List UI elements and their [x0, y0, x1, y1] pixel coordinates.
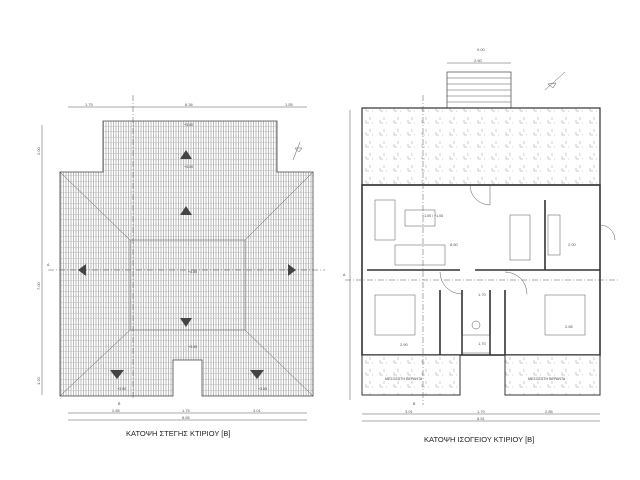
- room-dim: 1.70: [478, 341, 487, 346]
- level-mark: +3.50: [184, 165, 193, 169]
- level-mark: +3.50: [258, 387, 267, 391]
- room-dim: 8.60: [450, 242, 459, 247]
- dim-left-1: 2.00: [36, 146, 41, 155]
- section-mark-b: Β: [413, 402, 416, 406]
- level-mark: +3.50: [188, 345, 197, 349]
- furniture: [374, 199, 586, 354]
- room-dim: 2.00: [568, 242, 577, 247]
- floor-level: +1.00 / +1.05: [422, 214, 443, 218]
- veranda-label: ΜΕΣΟΖΩΤΗ ΒΕΡΑΝΤΑ: [385, 377, 423, 381]
- dim-bottom-1: 2.85: [112, 408, 121, 413]
- dim-bottom-3: 2.85: [545, 409, 554, 414]
- dim-left-3: 1.20: [36, 376, 41, 385]
- level-mark: +4.50: [188, 270, 197, 274]
- bed: [544, 294, 586, 336]
- terrace: [361, 107, 601, 186]
- section-mark-b: Β: [118, 402, 121, 406]
- dining-table: [509, 214, 531, 261]
- dim-bottom-2: 1.75: [182, 408, 191, 413]
- roof-plan-title: ΚΑΤΟΨΗ ΣΤΕΓΗΣ ΚΤΙΡΙΟΥ [Β]: [126, 429, 230, 438]
- north-arrow-icon: [292, 141, 303, 161]
- dim-bottom-2: 1.70: [477, 409, 486, 414]
- slope-arrows: [78, 150, 296, 379]
- dim-bottom-1: 3.01: [405, 409, 414, 414]
- veranda-right: [504, 354, 601, 396]
- dim-top-1: 1.75: [85, 102, 94, 107]
- section-mark-a: Α: [343, 273, 346, 277]
- north-arrow-icon: [544, 71, 566, 91]
- dim-bottom-total: 8.65: [182, 415, 191, 420]
- roof-outline: [59, 120, 314, 397]
- veranda-label: ΜΕΣΟΖΩΤΗ ΒΕΡΑΝΤΑ: [528, 377, 566, 381]
- dim-left-2: 7.00: [36, 281, 41, 290]
- dim-top-2: 6.36: [185, 102, 194, 107]
- door-swings: [439, 184, 616, 295]
- level-mark: +3.80: [184, 123, 193, 127]
- dim-top-3: 1.55: [285, 102, 294, 107]
- dim-bottom-total: 8.51: [477, 416, 486, 421]
- veranda-left: [361, 354, 461, 396]
- ground-plan-title: ΚΑΤΟΨΗ ΙΣΟΓΕΙΟΥ ΚΤΙΡΙΟΥ [Β]: [424, 435, 534, 444]
- roof-hip-lines: [59, 171, 314, 397]
- dim-bottom-3: 3.01: [253, 408, 262, 413]
- entry-level: 0.00: [477, 47, 486, 52]
- roof-plan: 1.75 6.36 1.55 2.85 1.75 3.01 8.65 2.00 …: [36, 95, 325, 438]
- room-dim: 2.85: [565, 324, 574, 329]
- level-mark: +3.50: [117, 387, 126, 391]
- stair-width: 2.50: [474, 58, 483, 63]
- ground-floor-plan: 2.50 0.00 ΜΕΣΟΖΩΤΗ ΒΕΡΑΝΤΑ ΜΕΣΟΖΩΤΗ ΒΕΡΑ…: [343, 47, 620, 444]
- section-mark-a: Α: [47, 263, 50, 267]
- bed: [374, 294, 416, 336]
- room-dim: 2.90: [400, 342, 409, 347]
- interior-walls: [367, 200, 600, 355]
- room-dim: 1.70: [478, 292, 487, 297]
- bathtub: [461, 334, 491, 354]
